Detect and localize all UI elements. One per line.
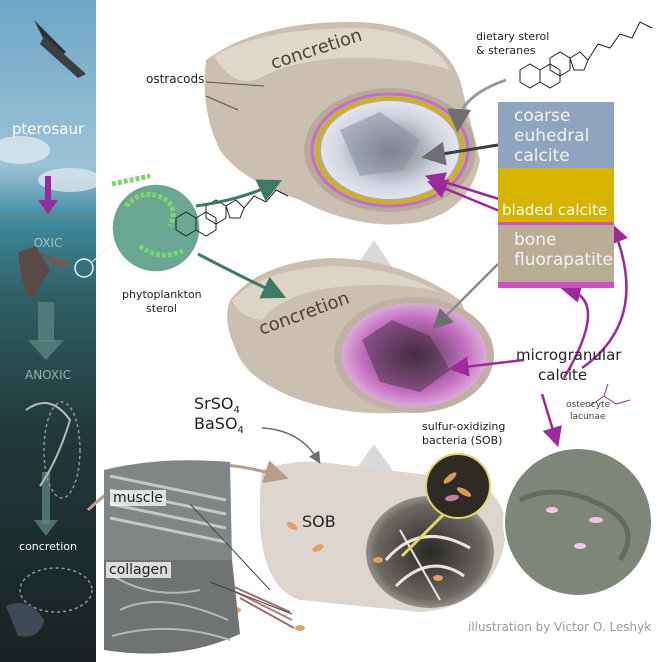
microgranular-label-2: calcite bbox=[538, 366, 588, 384]
collagen-sem-circle bbox=[104, 560, 240, 654]
phytoplankton-label-2: sterol bbox=[146, 302, 177, 315]
concretion-outline-icon bbox=[19, 567, 93, 613]
coarse-calcite-label-2: euhedral bbox=[514, 126, 590, 146]
coarse-calcite-label-3: calcite bbox=[514, 146, 570, 166]
arrow-sterol-to-top bbox=[195, 179, 283, 208]
sidebar-label-oxic: OXIC bbox=[33, 236, 63, 250]
srso4-text: SrSO bbox=[194, 394, 234, 413]
bottom-concretion bbox=[231, 461, 506, 631]
layer-coarse-euhedral-calcite bbox=[498, 102, 614, 168]
collagen-label: collagen bbox=[106, 562, 171, 578]
sob-label: SOB bbox=[302, 512, 336, 531]
baso4-label: BaSO4 bbox=[194, 414, 244, 436]
fluorapatite-label: fluorapatite bbox=[514, 250, 614, 270]
bone-sem-circle bbox=[503, 447, 653, 597]
illustration-credit: illustration by Victor O. Leshyk bbox=[468, 620, 652, 634]
leader-muscle bbox=[189, 503, 271, 591]
dietary-sterol-label-1: dietary sterol bbox=[476, 30, 550, 43]
sob-description-label-1: sulfur-oxidizing bbox=[422, 420, 506, 433]
arrow-sterol-to-middle bbox=[197, 252, 287, 299]
layer-bladed-calcite bbox=[498, 168, 614, 224]
ostracods-label: ostracods bbox=[146, 72, 205, 86]
baso4-subscript: 4 bbox=[237, 425, 244, 437]
layer-pink-base bbox=[498, 282, 614, 288]
pterosaur-flying-icon bbox=[34, 20, 66, 58]
osteocyte-icon bbox=[589, 383, 631, 407]
srso4-label: SrSO4 bbox=[194, 394, 240, 416]
ocean-column bbox=[0, 0, 96, 662]
bone-label: bone bbox=[514, 230, 557, 250]
dietary-sterol-structure bbox=[519, 21, 653, 89]
muscle-sem-circle bbox=[104, 460, 232, 574]
skeleton-icon bbox=[25, 401, 72, 487]
sob-zoom-circle bbox=[425, 453, 491, 519]
sidebar-label-concretion: concretion bbox=[19, 540, 77, 553]
dietary-sterol-label-2: & steranes bbox=[476, 44, 536, 57]
arrow-dietary-sterol bbox=[447, 78, 507, 133]
left-panel: pterosaur OXIC ANOXIC concretion bbox=[0, 0, 96, 662]
muscle-label: muscle bbox=[110, 490, 167, 506]
sob-description-label-2: bacteria (SOB) bbox=[422, 434, 503, 447]
phytoplankton-circle bbox=[74, 173, 201, 278]
osteocyte-label-1: osteocyte bbox=[566, 400, 611, 410]
sidebar-label-pterosaur: pterosaur bbox=[11, 120, 85, 138]
arrow-coarse-calcite bbox=[421, 141, 505, 166]
coarse-calcite-label-1: coarse bbox=[514, 106, 571, 126]
srso4-subscript: 4 bbox=[233, 405, 240, 417]
layer-pink-divider bbox=[498, 222, 614, 225]
baso4-text: BaSO bbox=[194, 414, 238, 433]
layer-stack: coarse euhedral calcite bladed calcite b… bbox=[498, 102, 614, 292]
leader-collagen bbox=[209, 581, 293, 615]
phytoplankton-label-1: phytoplankton bbox=[122, 288, 202, 301]
arrow-sulfates bbox=[261, 427, 321, 464]
pterosaur-sinking-icon bbox=[18, 246, 50, 300]
arrow-microgranular bbox=[448, 356, 525, 377]
layer-bone-fluorapatite bbox=[498, 224, 614, 282]
sidebar-label-anoxic: ANOXIC bbox=[24, 368, 71, 382]
bladed-calcite-label: bladed calcite bbox=[502, 201, 608, 219]
arrow-bone-fluorapatite bbox=[432, 263, 499, 330]
phytoplankton-sterol-structure bbox=[175, 189, 289, 237]
osteocyte-label-2: lacunae bbox=[570, 412, 606, 422]
microgranular-label-1: microgranular bbox=[516, 346, 622, 364]
